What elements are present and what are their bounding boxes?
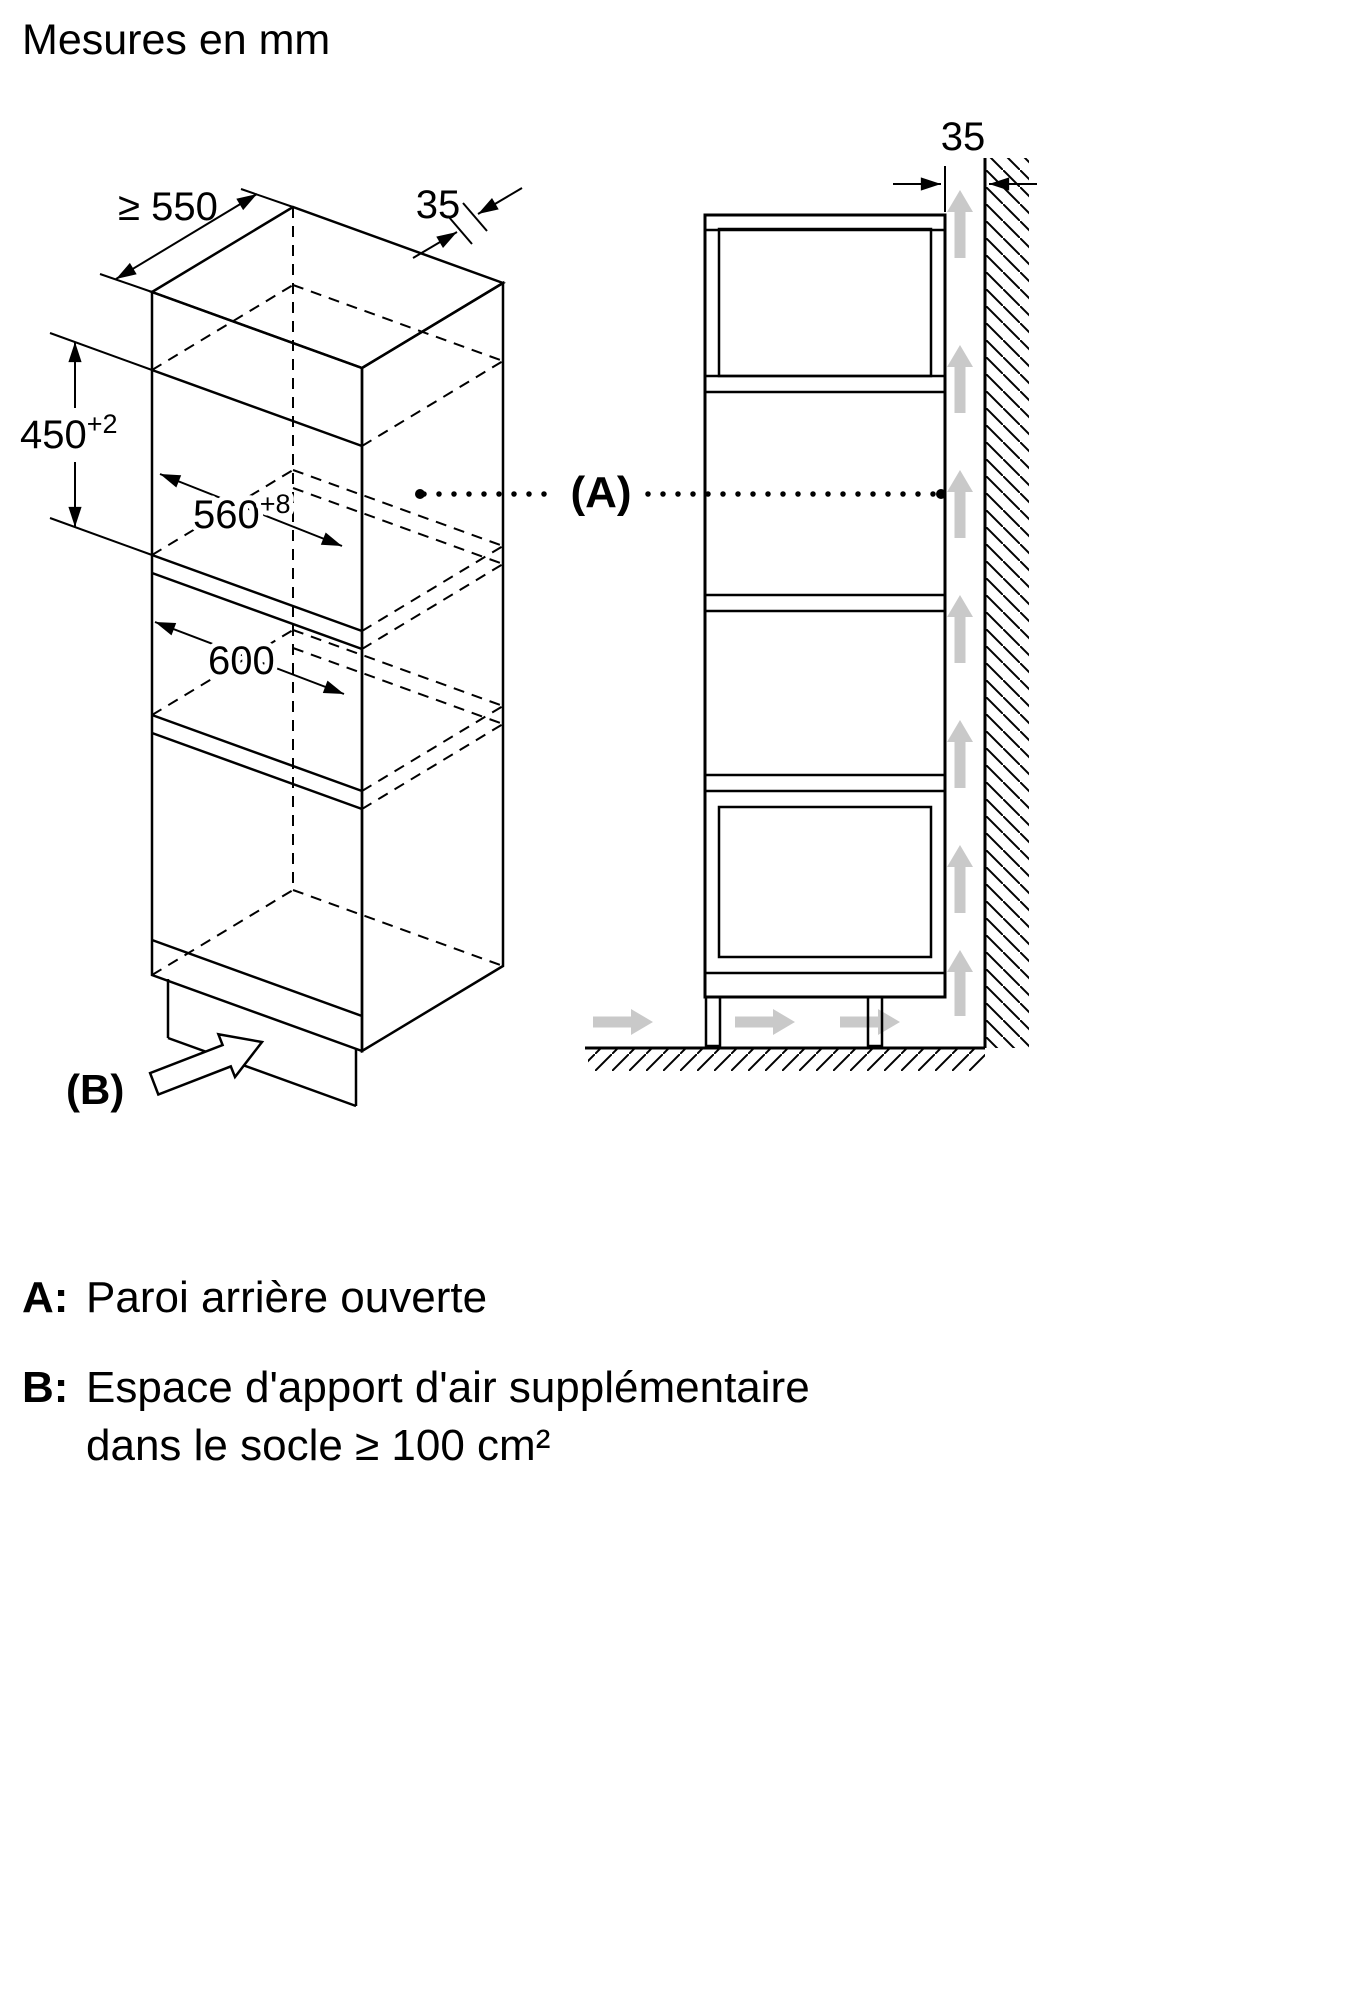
airflow-up-arrow: [947, 950, 973, 1016]
cabinet-front-view: [149, 205, 506, 1108]
dim-niche-width: [159, 473, 343, 547]
airflow-up-arrow: [947, 190, 973, 258]
dim-wall-gap-label: 35: [941, 115, 986, 159]
cabinet-leg: [704, 995, 722, 1048]
legend-b-text-line2: dans le socle ≥ 100 cm²: [86, 1421, 550, 1470]
dim-depth: [99, 188, 294, 293]
airflow-up-arrow: [947, 845, 973, 913]
legend-a-text: Paroi arrière ouverte: [86, 1273, 487, 1322]
dim-niche-height-label: 450+2: [20, 409, 118, 457]
label-a-leader-line: [415, 489, 946, 499]
dim-niche-width-label: 560+8: [193, 489, 291, 537]
airflow-up-arrow: [947, 720, 973, 788]
dim-niche-height: [49, 332, 153, 556]
label-b: (B): [66, 1066, 124, 1113]
dim-compartment-width-label: 600: [208, 639, 275, 683]
legend: A: Paroi arrière ouverte B: Espace d'app…: [22, 1273, 810, 1470]
cabinet-side-view: [703, 213, 947, 1048]
airflow-up-arrow: [947, 470, 973, 538]
plinth: [166, 979, 358, 1108]
label-a: (A): [570, 468, 631, 517]
page-title: Mesures en mm: [22, 16, 330, 64]
floor-hatch: [588, 1048, 985, 1071]
dim-compartment-width: [154, 621, 345, 695]
legend-b-key: B:: [22, 1363, 68, 1412]
airflow-arrows: [593, 190, 973, 1035]
cabinet-outline: [149, 205, 506, 1054]
wall-and-floor: [585, 158, 1029, 1071]
airflow-up-arrow: [947, 345, 973, 413]
airflow-right-arrow: [593, 1009, 653, 1035]
legend-a-key: A:: [22, 1273, 68, 1322]
airflow-right-arrow: [735, 1009, 795, 1035]
dim-rear-gap-label: 35: [416, 183, 461, 227]
airflow-right-arrow: [840, 1009, 900, 1035]
legend-b-text-line1: Espace d'apport d'air supplémentaire: [86, 1363, 810, 1412]
dim-depth-label: ≥ 550: [118, 185, 218, 229]
cabinet-leg: [866, 995, 884, 1048]
dim-wall-gap: [893, 158, 1037, 212]
wall-hatch: [985, 158, 1029, 1048]
cabinet-shelves: [151, 368, 363, 1018]
air-inlet-arrow-b: [148, 1032, 265, 1097]
dim-rear-gap: [412, 187, 523, 259]
airflow-up-arrow: [947, 595, 973, 663]
